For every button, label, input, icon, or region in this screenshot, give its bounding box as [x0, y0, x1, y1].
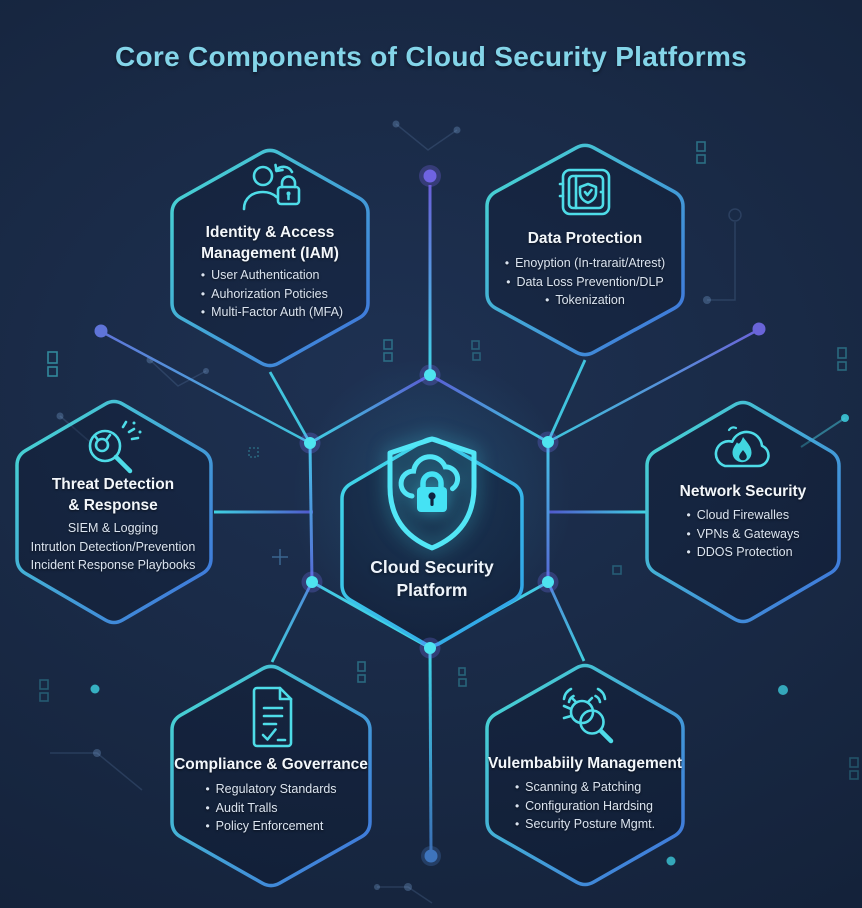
list-item: •Multi-Factor Auth (MFA): [200, 305, 344, 319]
compliance-title: Compliance & Goverrance: [174, 756, 368, 773]
list-item: •Enoyption (In-trarait/Atrest): [504, 256, 666, 270]
iam-title: Identity & Access Management (IAM): [201, 224, 339, 262]
bracket-glyphs: [39, 141, 859, 780]
list-item: •Tokenization: [545, 293, 625, 307]
list-item: Incident Response Playbooks: [30, 558, 196, 572]
list-item: •Auhorization Poticies: [200, 286, 328, 301]
list-item: •Security Posture Mgmt.: [514, 817, 656, 831]
page-title: Core Components of Cloud Security Platfo…: [114, 41, 748, 72]
crosshair-glyph: [272, 549, 288, 565]
bug-magnifier-icon: [562, 687, 614, 744]
list-item: •Audit Tralls: [205, 800, 278, 815]
list-item: SIEM & Logging: [67, 521, 159, 535]
list-item: •Data Loss Prevention/DLP: [506, 274, 664, 289]
list-item: •VPNs & Gateways: [686, 526, 800, 541]
data-protection-title: Data Protection: [527, 230, 643, 247]
network-security-title: Network Security: [679, 483, 807, 500]
list-item: Intrutlon Detection/Prevention: [30, 539, 196, 554]
junction-dots: [94, 165, 766, 866]
long-connectors: [101, 328, 759, 445]
list-item: •Policy Enforcement: [205, 819, 324, 833]
constellation-dots: [56, 120, 711, 891]
constellation-lines: [50, 123, 742, 904]
hexagon-center: [340, 436, 524, 648]
spoke-lines: [214, 185, 646, 855]
document-check-icon: [252, 686, 293, 748]
list-item: •Configuration Hardsing: [514, 798, 654, 813]
list-item: •DDOS Protection: [686, 545, 793, 559]
vulnerability-items: •Scanning & Patching •Configuration Hard…: [515, 778, 655, 834]
hexagon-network-security: [645, 400, 841, 624]
threat-detection-title: Threat Detection & Response: [51, 476, 175, 514]
threat-detection-items: SIEM & Logging Intrutlon Detection/Preve…: [31, 519, 196, 575]
center-label: Cloud Security Platform: [370, 557, 494, 600]
hexagon-data-protection: [485, 143, 685, 357]
list-item: •Scanning & Patching: [514, 780, 642, 794]
network-security-items: •Cloud Firewalles •VPNs & Gateways •DDOS…: [686, 506, 799, 562]
data-protection-items: •Enoyption (In-trarait/Atrest) •Data Los…: [505, 254, 665, 310]
shield-cloud-lock-icon: [387, 436, 477, 551]
threat-magnifier-icon: [88, 420, 142, 474]
cloud-flame-icon: [714, 426, 770, 468]
safe-vault-icon: [558, 168, 611, 216]
iam-items: •User Authentication •Auhorization Potic…: [201, 266, 343, 322]
hexagon-threat-detection: [15, 399, 213, 625]
user-lock-icon: [242, 163, 301, 211]
compliance-items: •Regulatory Standards •Audit Tralls •Pol…: [205, 780, 336, 836]
hexagon-compliance: [170, 664, 372, 888]
list-item: •Cloud Firewalles: [686, 508, 790, 522]
vulnerability-title: Vulembabiily Management: [487, 755, 683, 772]
hexagon-vulnerability: [485, 663, 685, 887]
hexagon-iam: [170, 148, 370, 368]
list-item: •User Authentication: [200, 268, 320, 282]
list-item: •Regulatory Standards: [205, 782, 337, 796]
